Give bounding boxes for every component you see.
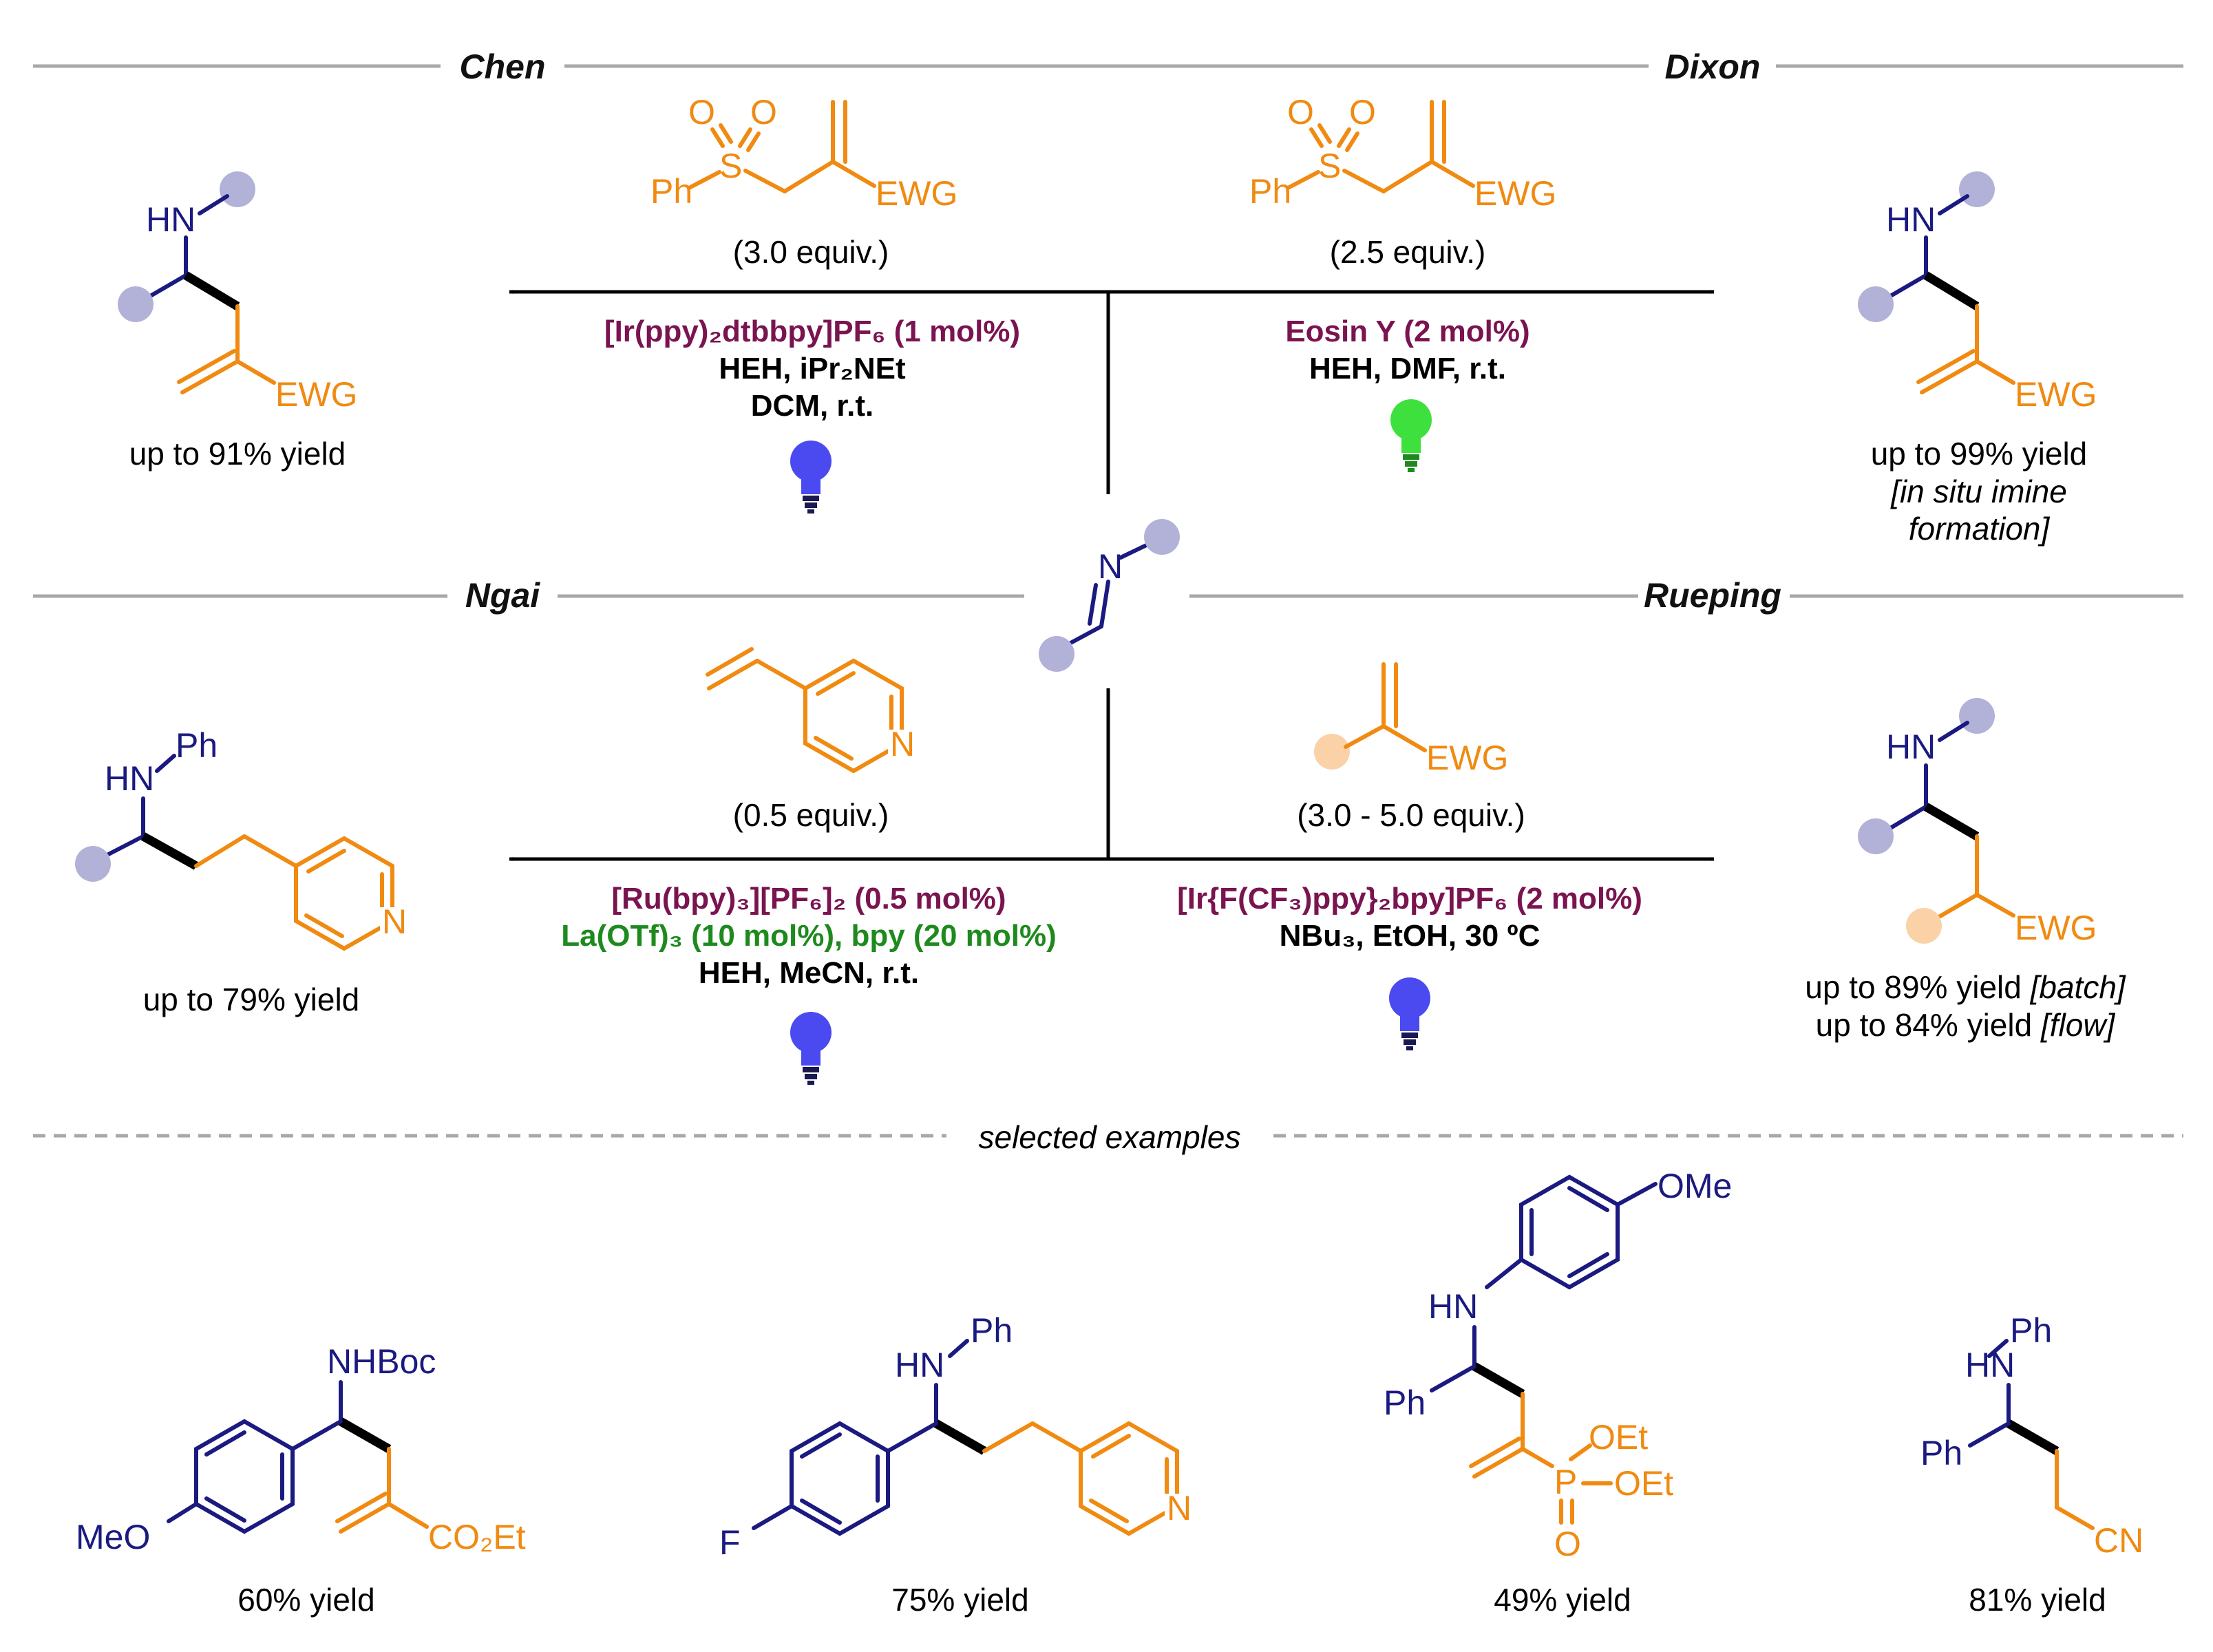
yield-chen: up to 91% yield xyxy=(129,436,346,472)
svg-text:EWG: EWG xyxy=(2015,375,2097,414)
allyl-sulfone-reagent-dixon: Ph S O O EWG xyxy=(1249,93,1556,213)
selected-examples-title: selected examples xyxy=(979,1119,1241,1155)
svg-text:O: O xyxy=(1554,1525,1581,1563)
yield-dixon: up to 99% yield xyxy=(1871,436,2088,472)
blue-lightbulb-icon xyxy=(790,441,832,513)
allyl-sulfone-reagent-chen: Ph S O O EWG xyxy=(650,93,957,213)
svg-text:O: O xyxy=(1349,93,1376,131)
reaction-arrows-top xyxy=(509,290,1715,494)
svg-text:S: S xyxy=(1318,147,1341,185)
green-lightbulb-icon xyxy=(1390,399,1432,472)
svg-text:HN: HN xyxy=(105,759,154,798)
yield-example-2: 75% yield xyxy=(891,1582,1028,1618)
svg-text:OEt: OEt xyxy=(1614,1464,1673,1503)
example-2-structure: Ph HN F N xyxy=(719,1311,1192,1562)
svg-text:Ph: Ph xyxy=(1249,172,1291,211)
product-rueping: HN EWG xyxy=(1858,698,2097,947)
yield-example-3: 49% yield xyxy=(1494,1582,1631,1618)
note-dixon-1: [in situ imine xyxy=(1890,474,2067,509)
svg-text:Ph: Ph xyxy=(650,172,692,211)
svg-text:EWG: EWG xyxy=(1426,739,1508,777)
section-title-dixon: Dixon xyxy=(1665,47,1761,86)
svg-text:HN: HN xyxy=(146,200,195,239)
product-chen: HN EWG xyxy=(118,171,357,414)
reaction-arrows-bottom xyxy=(509,688,1715,861)
example-3-structure: OMe HN Ph P OEt OEt O xyxy=(1384,1167,1732,1563)
svg-text:EWG: EWG xyxy=(275,375,357,414)
svg-text:HN: HN xyxy=(1886,200,1936,239)
conditions-dixon-1: HEH, DMF, r.t. xyxy=(1309,352,1506,385)
lewis-acid-ngai: La(OTf)₃ (10 mol%), bpy (20 mol%) xyxy=(561,919,1057,953)
catalyst-rueping: [Ir{F(CF₃)ppy}₂bpy]PF₆ (2 mol%) xyxy=(1177,882,1642,915)
product-dixon: HN EWG xyxy=(1858,171,2097,414)
conditions-chen-2: DCM, r.t. xyxy=(751,389,873,423)
svg-text:OMe: OMe xyxy=(1658,1167,1732,1205)
catalyst-ngai: [Ru(bpy)₃][PF₆]₂ (0.5 mol%) xyxy=(611,882,1006,915)
svg-text:Ph: Ph xyxy=(176,726,218,765)
imine-structure: N xyxy=(1039,519,1180,672)
svg-text:HN: HN xyxy=(1965,1346,2015,1384)
imine-n-atom: N xyxy=(1098,547,1123,586)
equiv-ngai: (0.5 equiv.) xyxy=(733,797,889,833)
svg-text:N: N xyxy=(890,725,915,763)
svg-text:EWG: EWG xyxy=(876,174,957,213)
substituent-dot xyxy=(1039,636,1074,672)
svg-text:O: O xyxy=(750,93,777,131)
section-title-ngai: Ngai xyxy=(465,576,540,615)
svg-text:NHBoc: NHBoc xyxy=(327,1342,436,1381)
yield-example-1: 60% yield xyxy=(237,1582,374,1618)
vinylpyridine-reagent: N xyxy=(706,647,915,774)
example-4-structure: Ph HN Ph CN xyxy=(1920,1311,2143,1560)
yield-example-4: 81% yield xyxy=(1969,1582,2106,1618)
section-title-chen: Chen xyxy=(460,47,546,86)
acrylate-reagent-rueping: EWG xyxy=(1314,662,1508,777)
svg-text:HN: HN xyxy=(1886,728,1936,766)
svg-text:Ph: Ph xyxy=(2010,1311,2052,1350)
svg-text:N: N xyxy=(382,902,407,941)
svg-text:Ph: Ph xyxy=(1384,1384,1426,1422)
svg-text:N: N xyxy=(1167,1489,1192,1527)
svg-text:F: F xyxy=(719,1523,741,1562)
note-dixon-2: formation] xyxy=(1909,511,2051,547)
substituent-dot xyxy=(1144,519,1180,555)
yield-rueping-batch: up to 89% yield [batch] xyxy=(1805,969,2126,1005)
example-1-structure: NHBoc MeO CO₂Et xyxy=(76,1342,526,1556)
svg-text:O: O xyxy=(688,93,715,131)
svg-text:S: S xyxy=(719,147,742,185)
conditions-chen-1: HEH, iPr₂NEt xyxy=(719,352,906,385)
yield-ngai: up to 79% yield xyxy=(143,982,360,1017)
equiv-rueping: (3.0 - 5.0 equiv.) xyxy=(1297,797,1525,833)
svg-text:OEt: OEt xyxy=(1589,1418,1648,1457)
svg-text:MeO: MeO xyxy=(76,1518,150,1556)
svg-text:CO₂Et: CO₂Et xyxy=(428,1518,526,1556)
svg-text:HN: HN xyxy=(1428,1287,1478,1326)
svg-text:EWG: EWG xyxy=(2015,909,2097,947)
svg-text:Ph: Ph xyxy=(971,1311,1013,1350)
blue-lightbulb-icon xyxy=(1389,977,1430,1050)
svg-text:CN: CN xyxy=(2094,1521,2143,1560)
catalyst-chen: [Ir(ppy)₂dtbbpy]PF₆ (1 mol%) xyxy=(604,315,1020,348)
catalyst-dixon: Eosin Y (2 mol%) xyxy=(1285,315,1529,348)
conditions-ngai-1: HEH, MeCN, r.t. xyxy=(699,956,919,990)
svg-text:P: P xyxy=(1554,1463,1577,1501)
svg-text:O: O xyxy=(1287,93,1314,131)
conditions-rueping-1: NBu₃, EtOH, 30 ºC xyxy=(1280,919,1540,953)
equiv-dixon: (2.5 equiv.) xyxy=(1330,234,1486,270)
svg-text:Ph: Ph xyxy=(1920,1434,1962,1472)
product-ngai: Ph HN N xyxy=(75,726,407,951)
blue-lightbulb-icon xyxy=(790,1012,832,1085)
svg-text:HN: HN xyxy=(895,1346,944,1384)
section-title-rueping: Rueping xyxy=(1644,576,1781,615)
equiv-chen: (3.0 equiv.) xyxy=(733,234,889,270)
svg-text:EWG: EWG xyxy=(1474,174,1556,213)
yield-rueping-flow: up to 84% yield [flow] xyxy=(1816,1007,2116,1043)
